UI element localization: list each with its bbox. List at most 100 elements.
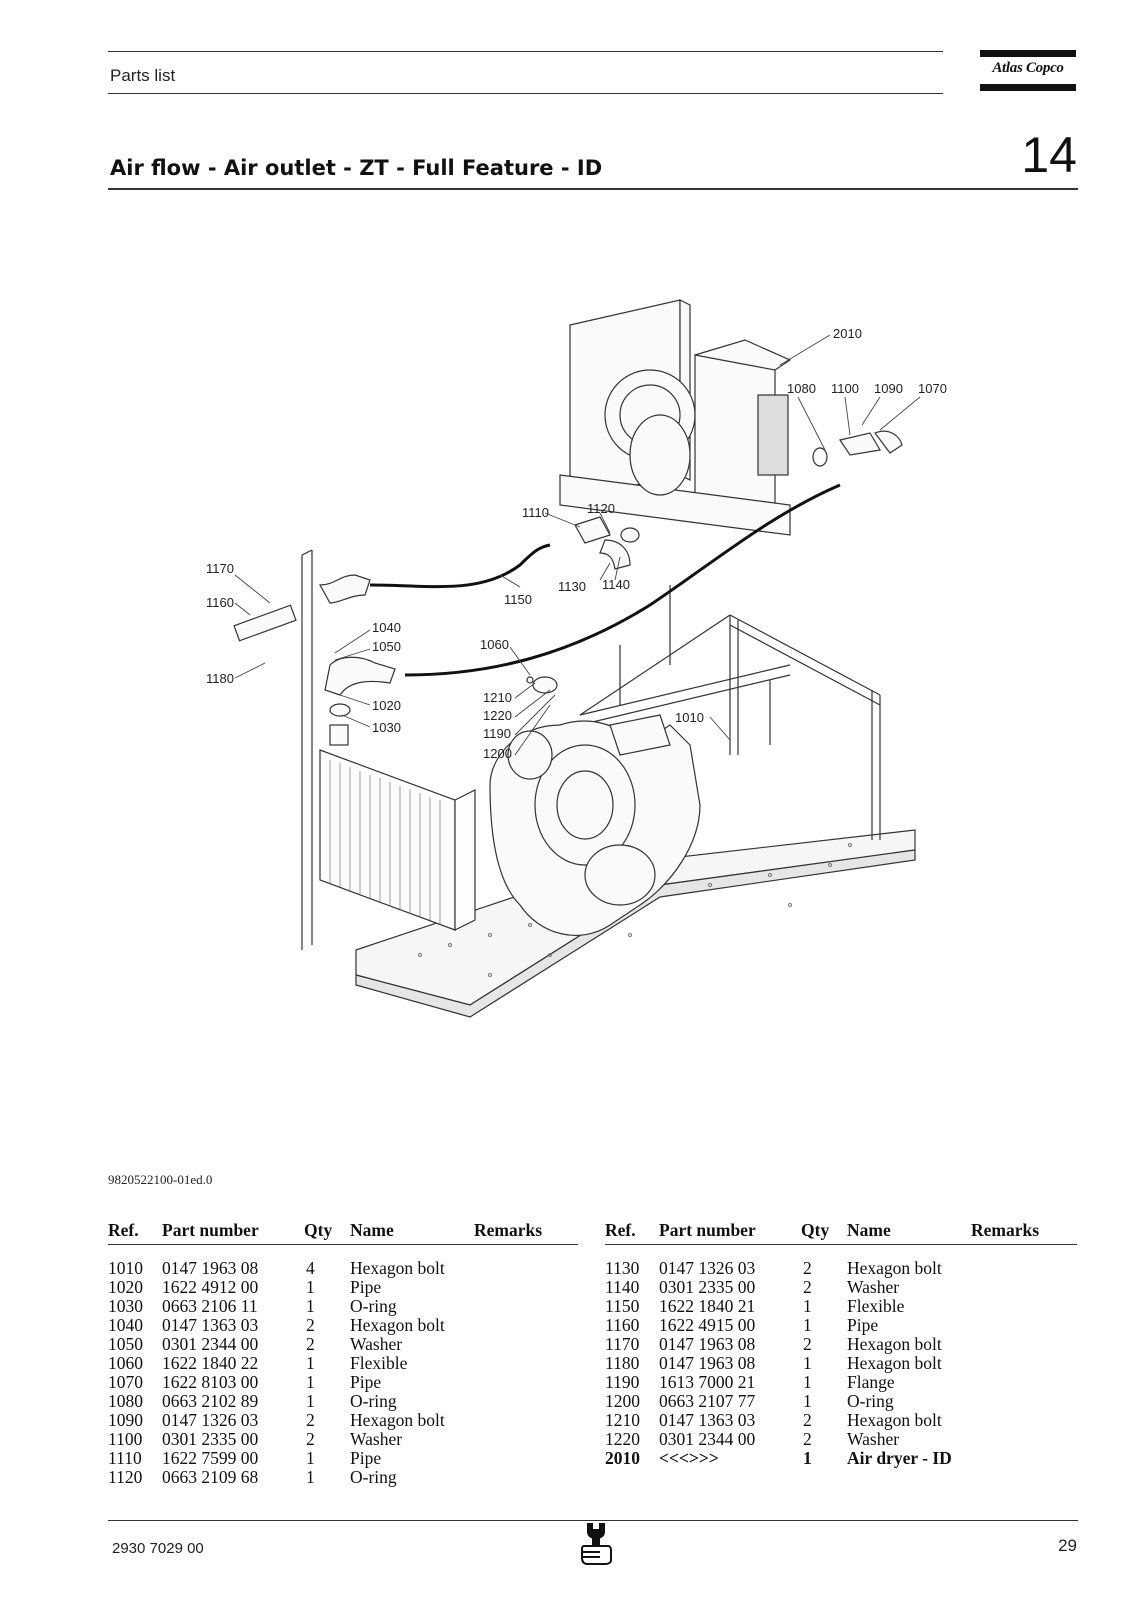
cell-name: Flexible [350, 1353, 408, 1373]
cell-qty: 1 [803, 1391, 812, 1411]
cell-qty: 1 [306, 1296, 315, 1316]
cell-part-number: 0663 2107 77 [659, 1391, 756, 1411]
cell-part-number: 0147 1963 08 [659, 1353, 756, 1373]
cell-part-number: <<<>>> [659, 1448, 719, 1468]
table-row: 1060 1622 1840 22 1 Flexible [108, 1354, 578, 1373]
cell-ref: 1140 [605, 1277, 640, 1297]
callout-1010: 1010 [675, 710, 704, 725]
vertical-bracket [301, 549, 313, 950]
section-title: Air flow - Air outlet - ZT - Full Featur… [110, 156, 603, 180]
callout-1170: 1170 [206, 561, 234, 576]
header-label: Parts list [110, 66, 176, 85]
drawing-doc-id: 9820522100-01ed.0 [108, 1172, 213, 1187]
cell-ref: 1070 [108, 1372, 143, 1392]
cell-ref: 1120 [108, 1467, 143, 1487]
callout-1060: 1060 [480, 637, 509, 652]
cell-qty: 2 [803, 1410, 812, 1430]
callout-1030: 1030 [372, 720, 401, 735]
cell-qty: 4 [306, 1258, 315, 1278]
cell-ref: 1200 [605, 1391, 640, 1411]
cell-name: Flexible [847, 1296, 905, 1316]
cell-part-number: 0147 1326 03 [659, 1258, 756, 1278]
callout-1090: 1090 [874, 381, 903, 396]
cell-ref: 1130 [605, 1258, 640, 1278]
cell-ref: 1100 [108, 1429, 143, 1449]
cell-part-number: 1622 4912 00 [162, 1277, 259, 1297]
cell-name: Pipe [350, 1372, 382, 1392]
cell-ref: 1160 [605, 1315, 640, 1335]
cell-ref: 1050 [108, 1334, 143, 1354]
cell-qty: 1 [803, 1296, 812, 1316]
cell-part-number: 1622 4915 00 [659, 1315, 756, 1335]
col-remarks: Remarks [971, 1220, 1040, 1240]
col-ref: Ref. [605, 1220, 636, 1240]
cell-name: Air dryer - ID [847, 1448, 952, 1468]
footer-rule [108, 1520, 1078, 1521]
cell-name: O-ring [350, 1296, 397, 1316]
brand-logo: Atlas Copco [980, 50, 1076, 94]
cell-name: Pipe [350, 1277, 382, 1297]
table-row: 2010 <<<>>> 1 Air dryer - ID [605, 1449, 1077, 1468]
cell-part-number: 0147 1963 08 [162, 1258, 259, 1278]
cell-qty: 1 [306, 1448, 315, 1468]
parts-table-right: Ref. Part number Qty Name Remarks 1130 01… [605, 1220, 1077, 1468]
cell-qty: 2 [803, 1334, 812, 1354]
exploded-drawing: 2010 1080 1100 1090 1070 1110 1120 1130 … [206, 299, 947, 1018]
brand-bar-bottom [980, 84, 1076, 91]
cell-qty: 1 [306, 1353, 315, 1373]
cell-ref: 1030 [108, 1296, 143, 1316]
cell-part-number: 0663 2109 68 [162, 1467, 259, 1487]
table-row: 1070 1622 8103 00 1 Pipe [108, 1373, 578, 1392]
cell-part-number: 1622 1840 22 [162, 1353, 259, 1373]
brand-bar-top [980, 50, 1076, 57]
cell-name: O-ring [847, 1391, 894, 1411]
table-row: 1200 0663 2107 77 1 O-ring [605, 1392, 1077, 1411]
col-qty: Qty [801, 1220, 830, 1240]
cell-part-number: 0147 1363 03 [659, 1410, 756, 1430]
cell-name: Hexagon bolt [350, 1315, 445, 1335]
footer-doc-number: 2930 7029 00 [112, 1540, 204, 1557]
cell-qty: 1 [306, 1391, 315, 1411]
parts-table-header: Ref. Part number Qty Name Remarks [108, 1220, 578, 1245]
cell-name: O-ring [350, 1391, 397, 1411]
col-qty: Qty [304, 1220, 333, 1240]
cell-qty: 2 [803, 1277, 812, 1297]
cell-qty: 1 [803, 1315, 812, 1335]
flexible-hose-1060 [404, 483, 841, 677]
callout-1040: 1040 [372, 620, 401, 635]
cell-qty: 1 [803, 1448, 812, 1468]
cell-qty: 1 [306, 1372, 315, 1392]
callout-1200: 1200 [483, 746, 512, 761]
callout-1140: 1140 [602, 577, 630, 592]
cell-ref: 1110 [108, 1448, 142, 1468]
col-name: Name [847, 1220, 891, 1240]
cell-ref: 1060 [108, 1353, 143, 1373]
callout-1080: 1080 [787, 381, 816, 396]
col-remarks: Remarks [474, 1220, 543, 1240]
cell-ref: 1040 [108, 1315, 143, 1335]
cooler [319, 749, 476, 931]
cell-ref: 1150 [605, 1296, 640, 1316]
parts-table-header: Ref. Part number Qty Name Remarks [605, 1220, 1077, 1245]
cell-part-number: 0147 1326 03 [162, 1410, 259, 1430]
callout-1160: 1160 [206, 595, 234, 610]
cell-part-number: 0663 2106 11 [162, 1296, 258, 1316]
cell-part-number: 0663 2102 89 [162, 1391, 259, 1411]
cell-name: Hexagon bolt [350, 1258, 445, 1278]
cell-part-number: 1622 1840 21 [659, 1296, 756, 1316]
cell-ref: 2010 [605, 1448, 640, 1468]
cell-part-number: 1622 8103 00 [162, 1372, 259, 1392]
callout-1180: 1180 [206, 671, 234, 686]
col-part-number: Part number [162, 1220, 259, 1240]
header-bottom-rule [108, 93, 943, 94]
cell-name: Pipe [847, 1315, 879, 1335]
